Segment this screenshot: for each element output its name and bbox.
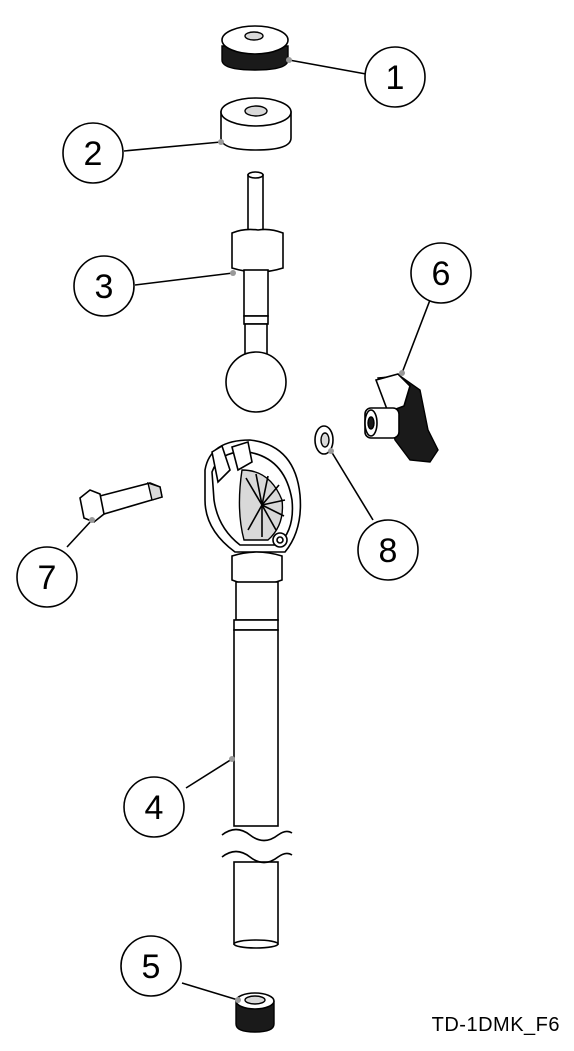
- callout-4: 4: [123, 776, 185, 838]
- callout-7: 7: [16, 546, 78, 608]
- callout-3-label: 3: [95, 268, 114, 306]
- callout-7-label: 7: [38, 559, 57, 597]
- part-6-wing-knob: [364, 373, 439, 463]
- part-2-spacer: [220, 97, 292, 151]
- part-3-ball-shaft: [225, 171, 287, 413]
- callout-5: 5: [120, 935, 182, 997]
- callout-2-label: 2: [84, 135, 103, 173]
- figure-id: TD-1DMK_F6: [431, 1014, 560, 1036]
- callout-6-label: 6: [432, 255, 451, 293]
- callout-8-label: 8: [379, 532, 398, 570]
- callout-8: 8: [357, 519, 419, 581]
- callout-2: 2: [62, 122, 124, 184]
- callout-1: 1: [364, 46, 426, 108]
- part-1-knurled-cap: [221, 25, 289, 71]
- part-4-clamp-and-tube: [204, 439, 302, 949]
- callout-1-label: 1: [386, 59, 405, 97]
- part-7-hex-bolt: [79, 481, 163, 523]
- callout-3: 3: [73, 255, 135, 317]
- part-5-end-cap: [235, 992, 275, 1033]
- callout-6: 6: [410, 242, 472, 304]
- leader-lines: [66, 57, 431, 1003]
- callout-5-label: 5: [142, 948, 161, 986]
- callout-4-label: 4: [145, 789, 164, 827]
- part-8-washer: [314, 425, 334, 455]
- clamp-teeth: [245, 473, 286, 537]
